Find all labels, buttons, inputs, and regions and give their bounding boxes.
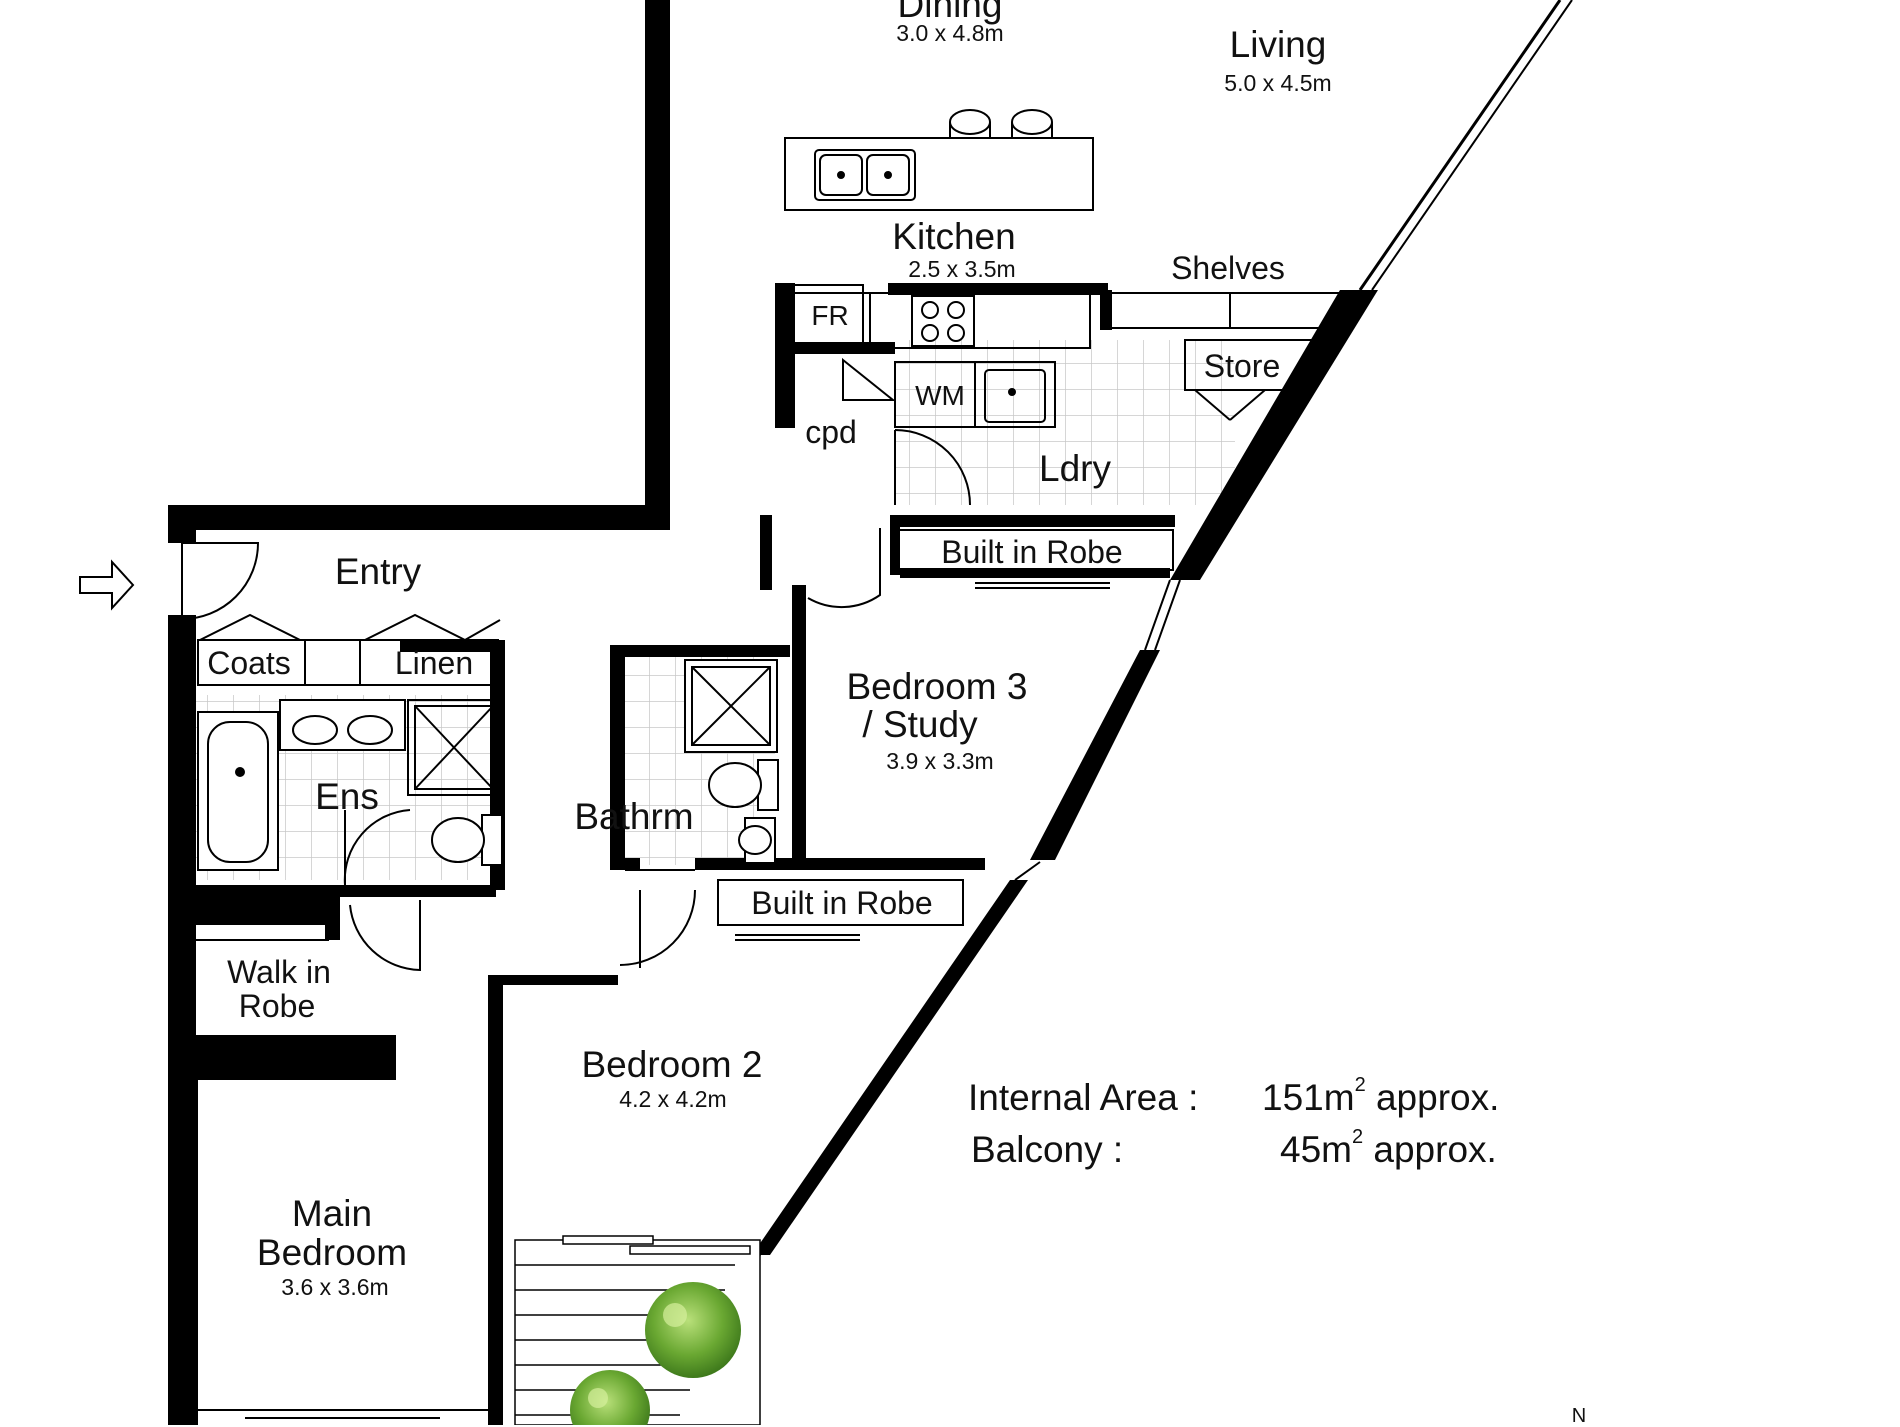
kitchen-dims: 2.5 x 3.5m <box>908 256 1016 282</box>
linen-label: Linen <box>394 645 474 681</box>
ensuite-door <box>343 809 421 972</box>
entry-label: Entry <box>334 551 422 592</box>
living-label: Living <box>1229 24 1327 65</box>
main-bedroom-window <box>190 1409 490 1419</box>
laundry-label: Ldry <box>1039 448 1111 489</box>
main-bedroom-label-line1: Main <box>291 1193 373 1234</box>
tree-icon <box>570 1282 741 1425</box>
sink-icon <box>279 699 406 751</box>
dining-label: Dining <box>897 0 1003 25</box>
dining-dims: 3.0 x 4.8m <box>896 20 1004 46</box>
entry-door <box>181 542 260 620</box>
coats-linen-cupboards <box>197 613 501 686</box>
bar-stool-icon <box>949 109 1053 138</box>
walk-in-robe-label-line1: Walk in <box>227 954 331 990</box>
bath-icon <box>197 711 279 871</box>
shower-icon <box>407 699 501 796</box>
balcony-area-value: 45m2 approx. <box>1280 1126 1497 1170</box>
bathroom-label: Bathrm <box>574 796 694 837</box>
shelves-label: Shelves <box>1171 250 1285 286</box>
built-in-robe-2-label: Built in Robe <box>751 885 933 921</box>
laundry-floor <box>895 340 1235 505</box>
main-bedroom-dims: 3.6 x 3.6m <box>281 1274 389 1300</box>
cooktop-icon <box>911 295 975 347</box>
cupboard-label: cpd <box>805 414 857 450</box>
washing-machine-label: WM <box>915 380 965 411</box>
coats-label: Coats <box>207 645 291 681</box>
internal-area-label: Internal Area : <box>968 1077 1199 1118</box>
laundry-fixtures <box>842 339 1316 506</box>
bathroom-fixtures <box>619 659 779 968</box>
store-label: Store <box>1203 348 1281 384</box>
shelves-unit <box>1107 292 1349 329</box>
built-in-robe-1-unit <box>807 528 1174 609</box>
fridge-label: FR <box>811 300 849 331</box>
bedroom-3-label-line1: Bedroom 3 <box>846 666 1028 707</box>
kitchen-bench <box>789 284 1091 349</box>
kitchen-label: Kitchen <box>892 216 1016 257</box>
walk-in-robe-label-line2: Robe <box>238 988 316 1024</box>
bedroom-3-label-line2: / Study <box>862 704 978 745</box>
bedroom-2-dims: 4.2 x 4.2m <box>619 1086 727 1112</box>
internal-area-value: 151m2 approx. <box>1262 1074 1500 1118</box>
bedroom-2-label: Bedroom 2 <box>581 1044 763 1085</box>
entry-arrow-icon <box>79 559 135 611</box>
compass-north: N <box>1571 1405 1587 1427</box>
built-in-robe-1-label: Built in Robe <box>941 534 1123 570</box>
walk-in-robe-unit <box>187 894 329 941</box>
main-bedroom-label-line2: Bedroom <box>256 1232 408 1273</box>
kitchen-island <box>784 137 1094 211</box>
toilet-icon <box>431 814 503 866</box>
diagonal-facade <box>689 0 1573 1425</box>
ensuite-label: Ens <box>315 776 379 817</box>
built-in-robe-2-unit <box>717 879 964 941</box>
balcony-area-label: Balcony : <box>971 1129 1124 1170</box>
living-dims: 5.0 x 4.5m <box>1224 70 1332 96</box>
bedroom-3-dims: 3.9 x 3.3m <box>886 748 994 774</box>
